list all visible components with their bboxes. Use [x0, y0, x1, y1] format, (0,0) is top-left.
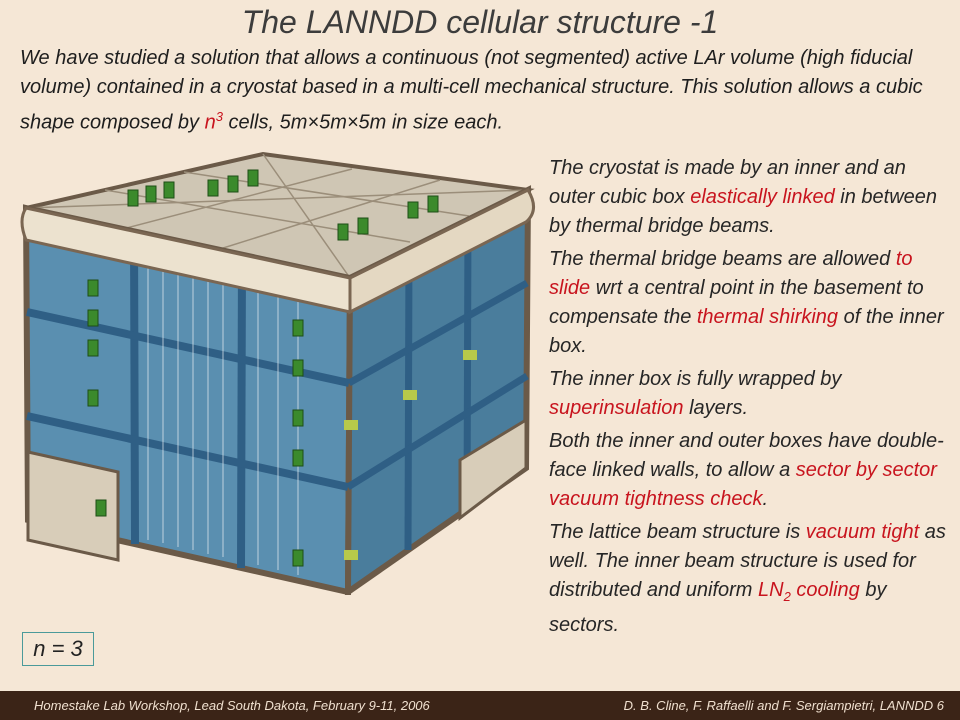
p1-highlight: elastically linked [690, 186, 835, 208]
intro-text-2: cells, 5m×5m×5m in size each. [222, 111, 504, 134]
paragraph-cryostat: The cryostat is made by an inner and an … [549, 154, 949, 241]
corner-panel-left [26, 450, 120, 562]
p5-ln: LN [758, 579, 784, 601]
p5-text-e: by sectors. [549, 579, 887, 636]
intro-paragraph: We have studied a solution that allows a… [20, 44, 940, 138]
p3-highlight: superinsulation [549, 397, 684, 419]
p5-text-a: The lattice beam structure is [549, 521, 806, 543]
p2-text-e: of the inner box. [549, 306, 944, 357]
green-connectors [87, 169, 439, 567]
paragraph-double-face: Both the inner and outer boxes have doub… [549, 427, 949, 514]
footer-left: Homestake Lab Workshop, Lead South Dakot… [34, 698, 430, 713]
cube-frame-right [348, 188, 535, 315]
footer-right: D. B. Cline, F. Raffaelli and F. Sergiam… [623, 698, 944, 713]
p5-cooling: cooling [790, 579, 860, 601]
p5-ln-subscript: 2 [783, 589, 791, 604]
p3-text-c: layers. [683, 397, 748, 419]
p5-highlight: vacuum tight [805, 521, 920, 543]
slide-title: The LANNDD cellular structure -1 [241, 4, 719, 40]
paragraph-thermal-bridge: The thermal bridge beams are allowed to … [549, 245, 949, 361]
paragraph-lattice: The lattice beam structure is vacuum tig… [549, 518, 949, 640]
p2-text-a: The thermal bridge beams are allowed [549, 248, 896, 270]
cryostat-cube-render [20, 151, 535, 595]
p4-highlight: sector by sector vacuum tightness check [549, 459, 937, 510]
wire-planes [147, 250, 299, 575]
p1-text-a: The cryostat is made by an inner and an … [549, 157, 906, 208]
p2-highlight-2: thermal shirking [696, 306, 839, 328]
p3-text-a: The inner box is fully wrapped by [549, 368, 842, 390]
beam-joints [344, 350, 477, 560]
intro-text-1: We have studied a solution that allows a… [20, 47, 923, 134]
p2-text-c: wrt a central point in the basement to c… [549, 277, 924, 328]
front-cell-grid [26, 230, 350, 569]
corner-panel-right [458, 417, 528, 522]
description-column: The cryostat is made by an inner and an … [549, 154, 949, 644]
footer-bar: Homestake Lab Workshop, Lead South Dakot… [0, 691, 960, 720]
intro-exponent: 3 [215, 109, 223, 124]
p4-text-c: . [762, 488, 768, 510]
paragraph-inner-box: The inner box is fully wrapped by superi… [549, 365, 949, 423]
p2-highlight-1: to slide [549, 248, 913, 299]
p1-text-c: in between by thermal bridge beams. [549, 186, 938, 237]
p4-text-a: Both the inner and outer boxes have doub… [549, 430, 944, 481]
p5-text-c: as well. The inner beam structure is use… [549, 521, 946, 601]
n-label-box: n = 3 [22, 632, 94, 666]
intro-n-symbol: n [204, 111, 216, 134]
